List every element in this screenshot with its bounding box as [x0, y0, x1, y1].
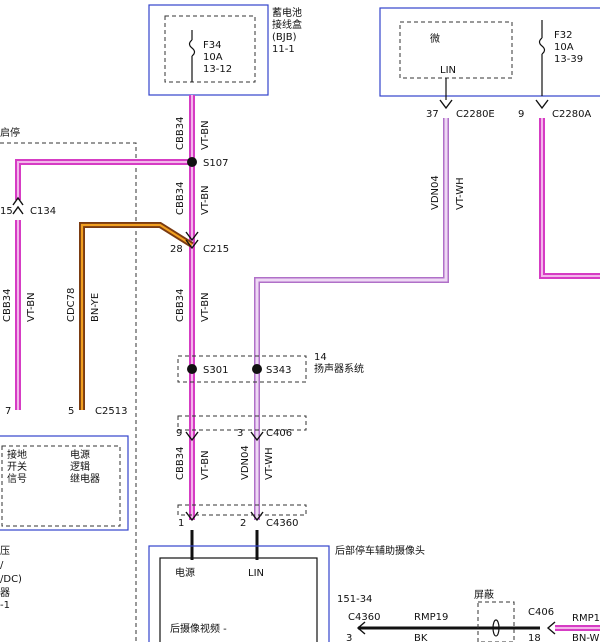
wire-labels: CBB34 VT-BN CBB34 VT-BN CBB34 VT-BN CBB3…: [2, 117, 466, 480]
splice-s343: S343: [266, 365, 291, 376]
pin-9: 9: [518, 109, 524, 120]
camera-title: 后部停车辅助摄像头: [335, 544, 425, 557]
pin-15: 15: [0, 206, 13, 217]
label-cbb34-5: CBB34: [2, 289, 13, 322]
left-module: 启停 接地 开关 信号 电源 逻辑 继电器 压 / /DC) 器 -1 15 C…: [0, 126, 137, 642]
wire-rmp1-fragment: RMP1: [572, 613, 600, 624]
wire-bk: BK: [414, 633, 428, 642]
conn-c2513: C2513: [95, 406, 127, 417]
conn-c134: C134: [30, 206, 56, 217]
fuse-f34-rating: 10A: [203, 52, 223, 63]
conn-c215: C215: [203, 244, 229, 255]
wires: [15, 95, 600, 631]
label-vtbn-5: VT-BN: [26, 292, 37, 322]
fuse-f32-rating: 10A: [554, 42, 574, 53]
label-vtbn-3: VT-BN: [200, 292, 211, 322]
splices: S107 S301 S343 14 扬声器系统: [177, 157, 364, 383]
pin-7: 7: [5, 406, 11, 417]
label-vtwh-2: VT-WH: [264, 447, 275, 480]
label-cdc78: CDC78: [66, 288, 77, 322]
bjb-title-1: 蓄电池: [272, 6, 302, 19]
label-bnye: BN-YE: [90, 293, 101, 322]
left-frag-5: -1: [0, 600, 10, 611]
wire-bnwh: BN-WH: [572, 633, 600, 642]
pin-5: 5: [68, 406, 74, 417]
speaker-ref: 14: [314, 352, 327, 363]
conn-c2280a: C2280A: [552, 109, 591, 120]
label-vdn04-2: VDN04: [240, 445, 251, 480]
pin-28: 28: [170, 244, 183, 255]
conn-c406-right: C406: [528, 607, 554, 618]
fuse-f32-id: F32: [554, 30, 572, 41]
bjb-title-4: 11-1: [272, 44, 295, 55]
fuse-f32-ref: 13-39: [554, 54, 583, 65]
label-relay-1: 电源: [70, 448, 90, 461]
left-frag-1: 压: [0, 545, 10, 557]
rear-camera-module: 后部停车辅助摄像头 电源 LIN 后摄像视频 - 151-34 C4360 3 …: [148, 544, 600, 642]
fuse-f34-ref: 13-12: [203, 64, 232, 75]
camera-ref: 151-34: [337, 594, 372, 605]
module-inner-label: 微: [430, 32, 440, 45]
pin-9-c406: 9: [176, 428, 182, 439]
shield-label: 屏蔽: [474, 589, 494, 601]
label-relay-2: 逻辑: [70, 460, 90, 473]
conn-c2280e: C2280E: [456, 109, 495, 120]
speaker-label: 扬声器系统: [314, 362, 364, 375]
top-right-module: 微 LIN F32 10A 13-39 37 C2280E 9 C2280A: [379, 7, 600, 120]
left-frag-2: /: [0, 560, 4, 571]
pin-1-c4360: 1: [178, 518, 184, 529]
conn-c4360: C4360: [266, 518, 298, 529]
connector-labels: 28 C215 9 3 C406 1 2 C4360: [170, 244, 307, 529]
label-ground-1: 接地: [7, 448, 27, 461]
pin-18: 18: [528, 633, 541, 642]
pin-2-c4360: 2: [240, 518, 246, 529]
camera-conn: C4360: [348, 612, 380, 623]
label-cbb34-2: CBB34: [175, 182, 186, 215]
splice-s301: S301: [203, 365, 228, 376]
label-cbb34-3: CBB34: [175, 289, 186, 322]
battery-junction-box: F34 10A 13-12 蓄电池 接线盒 (BJB) 11-1: [148, 4, 302, 96]
camera-power-label: 电源: [175, 566, 195, 579]
conn-c406: C406: [266, 428, 292, 439]
camera-lin-label: LIN: [248, 568, 264, 579]
pin-37: 37: [426, 109, 439, 120]
label-vtbn-2: VT-BN: [200, 185, 211, 215]
camera-video-label: 后摄像视频 -: [170, 622, 227, 635]
label-vtbn-4: VT-BN: [200, 450, 211, 480]
label-vtwh-1: VT-WH: [455, 177, 466, 210]
left-module-title: 启停: [0, 126, 20, 139]
label-ground-3: 信号: [7, 473, 27, 485]
pin-3-c406: 3: [237, 428, 243, 439]
wire-rmp19: RMP19: [414, 612, 448, 623]
label-vdn04-1: VDN04: [430, 175, 441, 210]
module-lin-label: LIN: [440, 65, 456, 76]
left-frag-4: 器: [0, 587, 10, 599]
bjb-title-3: (BJB): [272, 32, 297, 43]
left-frag-3: /DC): [0, 574, 22, 585]
label-vtbn-1: VT-BN: [200, 120, 211, 150]
label-relay-3: 继电器: [70, 472, 100, 485]
bjb-title-2: 接线盒: [272, 18, 302, 31]
label-cbb34-4: CBB34: [175, 447, 186, 480]
fuse-f34-id: F34: [203, 40, 221, 51]
camera-pin: 3: [346, 633, 352, 642]
splice-s107: S107: [203, 158, 228, 169]
label-ground-2: 开关: [7, 460, 27, 473]
label-cbb34-1: CBB34: [175, 117, 186, 150]
